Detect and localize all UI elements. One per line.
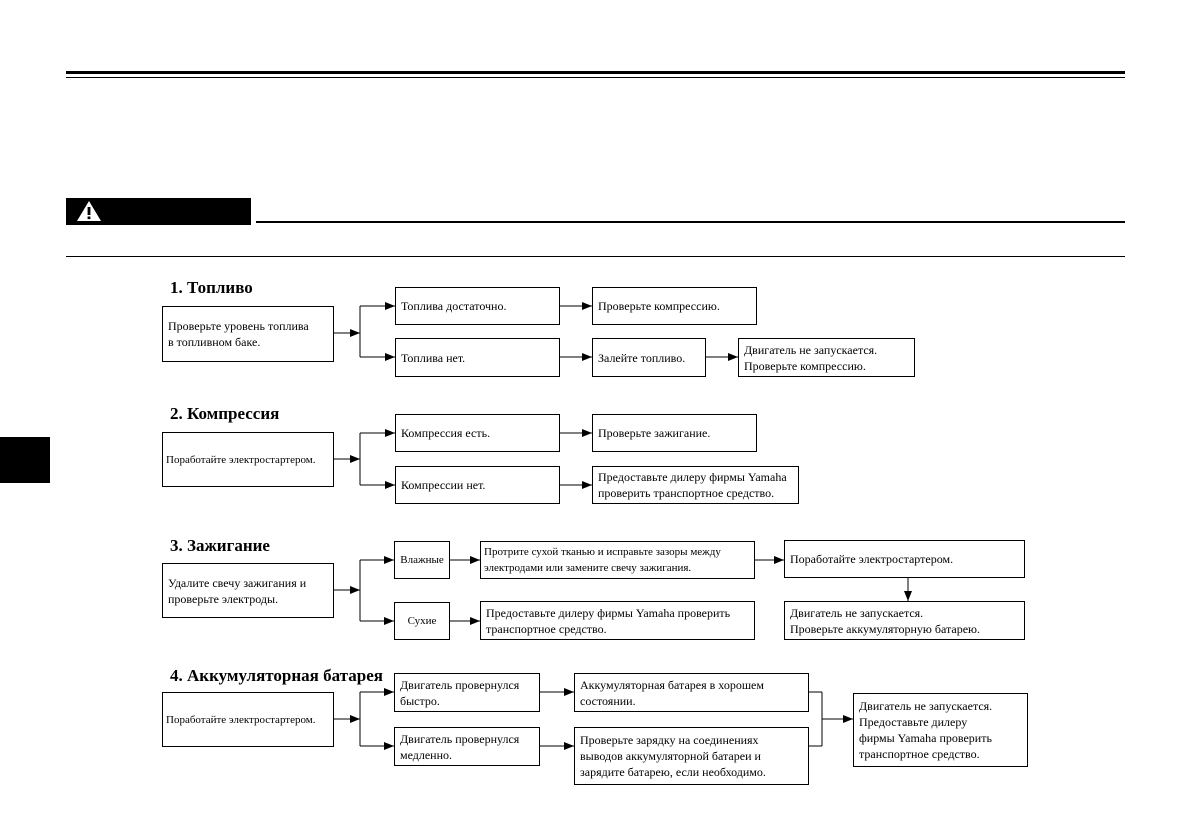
compression-present-box: Компрессия есть. bbox=[395, 414, 560, 452]
ignition-starter-box: Поработайте электростартером. bbox=[784, 540, 1025, 578]
section-title-compression: 2. Компрессия bbox=[170, 404, 280, 423]
compression-dealer-box: Предоставьте дилеру фирмы Yamaha провери… bbox=[592, 466, 799, 504]
engine-turned-slow-box: Двигатель провернулся медленно. bbox=[394, 727, 540, 766]
section-title-battery: 4. Аккумуляторная батарея bbox=[170, 666, 383, 685]
ignition-dealer-box: Предоставьте дилеру фирмы Yamaha провери… bbox=[480, 601, 755, 640]
fuel-engine-not-start-box: Двигатель не запускается. Проверьте комп… bbox=[738, 338, 915, 377]
header-rule-thick bbox=[66, 71, 1125, 74]
wet-electrodes-box: Влажные bbox=[394, 541, 450, 579]
header-rule-thin bbox=[66, 77, 1125, 78]
section-divider bbox=[66, 256, 1125, 257]
engine-turned-fast-box: Двигатель провернулся быстро. bbox=[394, 673, 540, 712]
warning-rule bbox=[256, 221, 1125, 223]
check-ignition-box: Проверьте зажигание. bbox=[592, 414, 757, 452]
ignition-check-battery-box: Двигатель не запускается. Проверьте акку… bbox=[784, 601, 1025, 640]
no-fuel-box: Топлива нет. bbox=[395, 338, 560, 377]
fuel-check-box: Проверьте уровень топлива в топливном ба… bbox=[162, 306, 334, 362]
add-fuel-box: Залейте топливо. bbox=[592, 338, 706, 377]
page-tab bbox=[0, 437, 50, 483]
battery-good-box: Аккумуляторная батарея в хорошем состоян… bbox=[574, 673, 809, 712]
no-compression-box: Компрессии нет. bbox=[395, 466, 560, 504]
battery-starter-box: Поработайте электростартером. bbox=[162, 692, 334, 747]
clean-electrodes-box: Протрите сухой тканью и исправьте зазоры… bbox=[480, 541, 755, 579]
dry-electrodes-box: Сухие bbox=[394, 602, 450, 640]
battery-dealer-box: Двигатель не запускается. Предоставьте д… bbox=[853, 693, 1028, 767]
section-title-fuel: 1. Топливо bbox=[170, 278, 253, 297]
compression-start-box: Поработайте электростартером. bbox=[162, 432, 334, 487]
check-battery-terminals-box: Проверьте зарядку на соединениях выводов… bbox=[574, 727, 809, 785]
fuel-check-compression-box: Проверьте компрессию. bbox=[592, 287, 757, 325]
warning-icon bbox=[77, 201, 101, 221]
section-title-ignition: 3. Зажигание bbox=[170, 536, 270, 555]
fuel-enough-box: Топлива достаточно. bbox=[395, 287, 560, 325]
warning-label bbox=[66, 198, 251, 225]
remove-spark-plug-box: Удалите свечу зажигания и проверьте элек… bbox=[162, 563, 334, 618]
